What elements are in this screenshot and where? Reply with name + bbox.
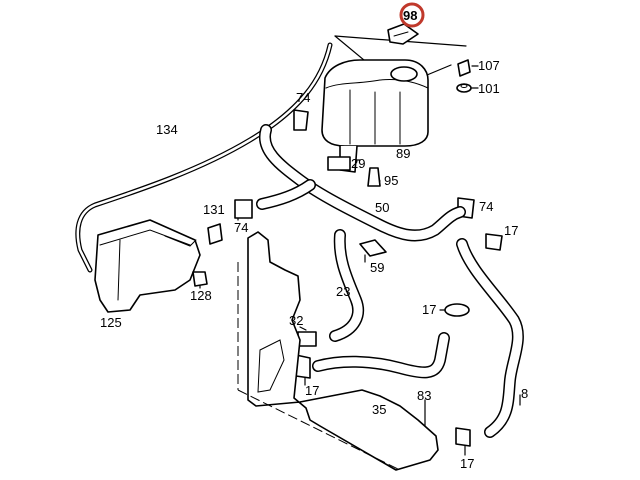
label-59[interactable]: 59 <box>370 260 384 275</box>
label-131[interactable]: 131 <box>203 202 225 217</box>
hose-23 <box>329 229 365 342</box>
label-50[interactable]: 50 <box>375 200 389 215</box>
hose-50 <box>256 124 466 242</box>
overflow-hose-134 <box>75 42 333 273</box>
clamp-29 <box>327 156 351 171</box>
label-17-bottom[interactable]: 17 <box>460 456 474 471</box>
label-32[interactable]: 32 <box>289 313 303 328</box>
label-29[interactable]: 29 <box>351 156 365 171</box>
highlight-ring <box>399 2 425 28</box>
label-98[interactable]: 98 <box>403 8 417 23</box>
grommet-101 <box>456 83 472 93</box>
radiator <box>237 231 439 471</box>
label-17-lower-left[interactable]: 17 <box>305 383 319 398</box>
clamp-17-mid <box>444 303 470 317</box>
hose-83 <box>312 332 450 379</box>
label-134[interactable]: 134 <box>156 122 178 137</box>
label-23[interactable]: 23 <box>336 284 350 299</box>
cap-98 <box>387 23 419 45</box>
label-128[interactable]: 128 <box>190 288 212 303</box>
label-8[interactable]: 8 <box>521 386 528 401</box>
label-74-left[interactable]: 74 <box>234 220 248 235</box>
clamp-17-right <box>485 233 503 251</box>
label-89[interactable]: 89 <box>396 146 410 161</box>
part-labels: 98 107 101 134 74 89 29 95 131 74 50 74 … <box>100 8 528 471</box>
label-35[interactable]: 35 <box>372 402 386 417</box>
expansion-tank-89 <box>321 59 429 173</box>
plug-107 <box>457 59 471 77</box>
label-83[interactable]: 83 <box>417 388 431 403</box>
label-74-upper[interactable]: 74 <box>296 90 310 105</box>
bracket-59 <box>359 239 387 257</box>
clamp-74-left <box>234 199 253 219</box>
clamp-32 <box>297 331 317 347</box>
label-17-mid[interactable]: 17 <box>422 302 436 317</box>
clamp-131 <box>207 223 223 245</box>
sensor-95 <box>367 167 381 187</box>
hose-8 <box>456 238 524 438</box>
label-17-right[interactable]: 17 <box>504 223 518 238</box>
label-95[interactable]: 95 <box>384 173 398 188</box>
label-74-right[interactable]: 74 <box>479 199 493 214</box>
grommet-128 <box>192 271 208 287</box>
clamp-74-upper <box>293 109 309 131</box>
reservoir-125 <box>94 219 201 313</box>
clamp-17-bottom <box>455 427 471 447</box>
label-101[interactable]: 101 <box>478 81 500 96</box>
label-125[interactable]: 125 <box>100 315 122 330</box>
label-107[interactable]: 107 <box>478 58 500 73</box>
